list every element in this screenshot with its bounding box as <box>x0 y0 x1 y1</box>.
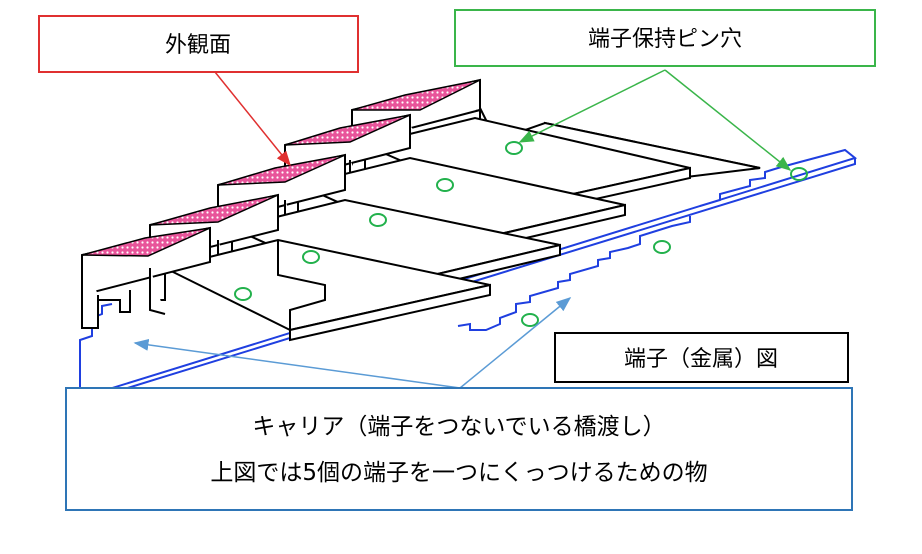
label-exterior-surface: 外観面 <box>38 15 359 73</box>
carrier-line2-text: 上図では5個の端子を一つにくっつけるための物 <box>210 460 707 486</box>
terminal-figure-text: 端子（金属）図 <box>624 347 778 372</box>
exterior-surface-text: 外観面 <box>165 33 231 58</box>
terminal-1 <box>81 226 491 342</box>
pin-hole <box>369 213 387 227</box>
label-holding-pin-hole: 端子保持ピン穴 <box>454 9 876 67</box>
pin-hole <box>436 178 454 192</box>
pin-hole <box>234 287 252 301</box>
holding-pin-hole-text: 端子保持ピン穴 <box>588 27 742 52</box>
terminals <box>81 78 761 342</box>
label-carrier: キャリア（端子をつないでいる橋渡し） 上図では5個の端子を一つにくっつけるための… <box>65 387 853 511</box>
leader-arrows <box>133 69 792 389</box>
pin-hole <box>653 240 671 254</box>
pin-hole <box>505 141 523 155</box>
label-terminal-figure: 端子（金属）図 <box>554 332 849 383</box>
carrier-line1-text: キャリア（端子をつないでいる橋渡し） <box>252 414 665 440</box>
pin-hole <box>302 250 320 264</box>
pin-hole <box>521 313 539 327</box>
pin-hole <box>790 167 808 181</box>
pin-holes <box>234 141 808 327</box>
